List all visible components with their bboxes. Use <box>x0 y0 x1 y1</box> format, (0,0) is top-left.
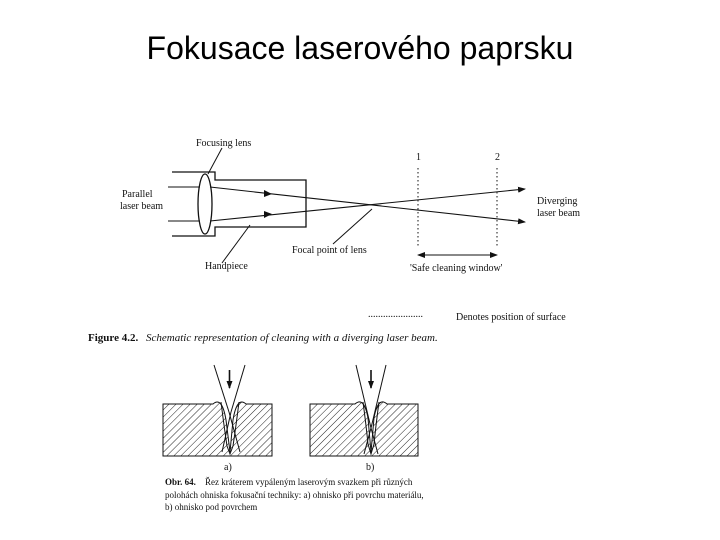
crater-caption-line-3: b) ohnisko pod povrchem <box>165 502 257 512</box>
parallel-beam-label-2: laser beam <box>120 201 163 212</box>
crater-label-a: a) <box>224 462 232 473</box>
figure-caption-label: Figure 4.2. <box>88 332 138 344</box>
figure-caption-text: Schematic representation of cleaning wit… <box>146 332 438 344</box>
position-2-label: 2 <box>495 152 500 163</box>
focal-point-label: Focal point of lens <box>292 245 367 256</box>
handpiece-body <box>172 171 307 237</box>
beam-lower <box>209 186 526 222</box>
crater-caption-line-2: polohách ohniska fokusační techniky: a) … <box>165 490 424 500</box>
safe-window-label: 'Safe cleaning window' <box>410 263 503 274</box>
diverging-beam-label-1: Diverging <box>537 196 577 207</box>
crater-panel-a: a) <box>162 364 273 473</box>
handpiece-label: Handpiece <box>205 261 248 272</box>
crater-caption: Obr. 64. Řez kráterem vypáleným laserový… <box>165 477 424 512</box>
crater-caption-line-1: Řez kráterem vypáleným laserovým svazkem… <box>205 477 413 487</box>
focusing-lens <box>197 173 213 235</box>
crater-label-b: b) <box>366 462 374 473</box>
legend-dots: ...................... <box>368 309 423 320</box>
figure-caption: Figure 4.2. Schematic representation of … <box>88 332 438 344</box>
crater-panel-b: b) <box>309 364 419 473</box>
focusing-lens-label: Focusing lens <box>196 138 251 149</box>
parallel-beam-label-1: Parallel <box>122 189 153 200</box>
position-1-label: 1 <box>416 152 421 163</box>
crater-cross-sections: a) b) <box>162 364 419 473</box>
beam-schematic: Focusing lens Parallel laser beam Handpi… <box>120 138 580 323</box>
diverging-beam-label-2: laser beam <box>537 208 580 219</box>
slide-title: Fokusace laserového paprsku <box>146 30 574 66</box>
crater-caption-label: Obr. 64. <box>165 477 196 487</box>
legend-text: Denotes position of surface <box>456 312 566 323</box>
